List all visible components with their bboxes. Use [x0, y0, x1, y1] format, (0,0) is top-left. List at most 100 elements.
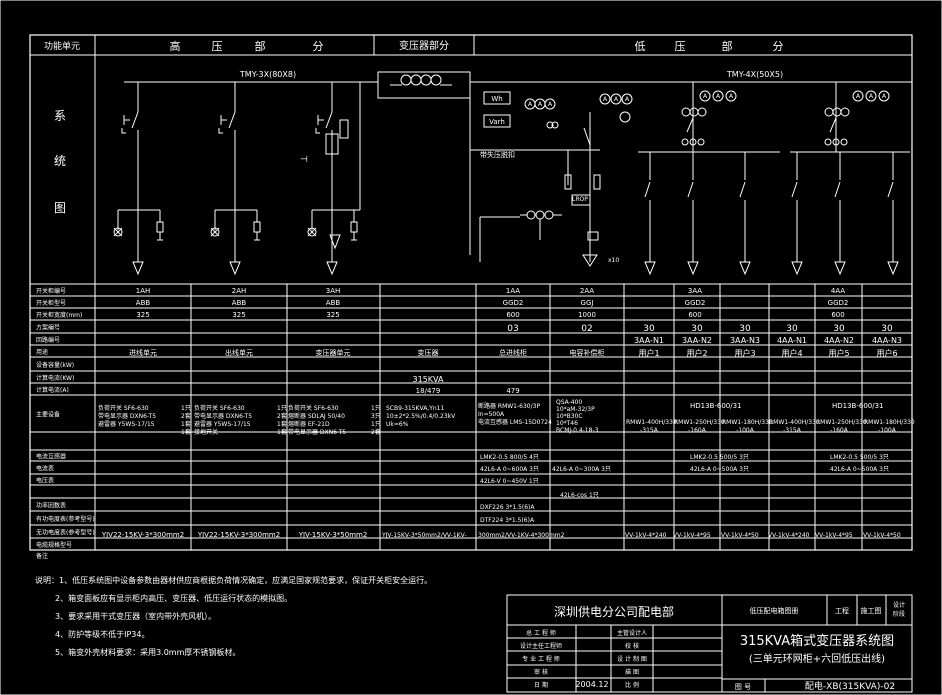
feeder-circuit: 3AA-N1	[634, 336, 664, 345]
header-hv-char: 分	[313, 40, 324, 53]
panel-use: 变压器单元	[316, 348, 351, 357]
rule-line	[307, 227, 317, 237]
panel-model: ABB	[232, 299, 247, 307]
var-meter-spec: DXF226 3*1.5(6)A	[480, 504, 535, 511]
feeder-rating: -160A	[830, 427, 849, 434]
ct-symbol	[840, 107, 850, 117]
ammeter-symbol	[712, 90, 724, 102]
equip-qty: 2套	[277, 412, 287, 420]
equip-item: HD13B-600/31	[832, 402, 884, 410]
row-label: 用途	[36, 348, 48, 356]
feeder-scheme: 30	[833, 324, 845, 334]
panel-width: 600	[506, 311, 519, 319]
pf-meter-spec: 42L6-cos 1只	[560, 492, 599, 499]
note-line: 3、要求采用干式变压器（室内带外壳风机）。	[55, 611, 216, 621]
transformer-coil	[400, 74, 412, 86]
meter-varh	[483, 114, 511, 128]
capacitor-symbol	[582, 254, 598, 267]
equip-item: QSA-400	[556, 399, 582, 406]
equip-qty: 1只	[371, 421, 381, 428]
feeder-circuit: 4AA-N3	[872, 336, 902, 345]
lv-busbar-label: TMY-4X(50X5)	[726, 70, 783, 79]
fuse-trip-symbol: ⊣	[300, 155, 308, 165]
voltage-indicator	[210, 227, 220, 237]
earth-switch	[121, 128, 126, 134]
surge-arrester	[156, 221, 164, 233]
cable-terminal-arrow	[229, 261, 241, 276]
drawing-stage: 施工图	[861, 606, 882, 615]
equip-item: BCMJ-0.4-18-3	[556, 427, 599, 434]
ammeter-symbol	[610, 93, 622, 105]
panel-number: 3AA	[688, 287, 702, 295]
ct-spec: LMK2-0.5 500/5 3只	[690, 454, 749, 461]
ammeter-symbol	[852, 90, 864, 102]
equip-qty: 1只	[371, 405, 381, 412]
equip-item: 熔断器 SDLAJ 50/40	[288, 412, 345, 420]
ct-symbol	[832, 107, 842, 117]
drawing-subtitle: (三单元环网柜+六回低压出线)	[749, 652, 885, 665]
transformer-cable: YJV-15KV-3*50mm2/VV-1KV-	[381, 532, 467, 539]
feeder-scheme: 30	[643, 324, 655, 334]
ammeter-spec: 42L6-A 0~600A 3只	[480, 466, 539, 473]
equip-qty: 1套	[181, 428, 191, 436]
equip-qty: 1只	[277, 405, 287, 412]
feeder-scheme: 30	[786, 324, 798, 334]
rule-line	[113, 227, 123, 237]
equip-item: 避雷器 Y5WS-17/15	[194, 420, 251, 428]
feeder-circuit: 3AA-N3	[730, 336, 760, 345]
equip-item: 熔断器 EF-21D	[288, 420, 330, 428]
side-label-char: 系	[54, 109, 66, 123]
equip-item: 避雷器 Y5WS-17/15	[98, 420, 155, 428]
feeder-cable: VV-1kV-4*50	[863, 532, 901, 539]
panel-model: GGD2	[685, 299, 706, 307]
title-mid-label: 校 核	[625, 642, 639, 650]
equip-item: 带电显示器 DXN6-T5	[98, 412, 156, 420]
feeder-cable: VV-1kV-4*95	[815, 532, 853, 539]
ct-symbol	[546, 121, 554, 129]
feeder-user: 用户4	[781, 348, 802, 358]
feeder-scheme: 30	[739, 324, 751, 334]
ammeter-spec: 42L6-A 0~500A 3只	[690, 466, 749, 473]
transformer-spec: 10±2*2.5%/0.4/0.23kV	[386, 413, 456, 420]
drawing-title: 315KVA箱式变压器系统图	[740, 633, 894, 649]
panel-width: 1000	[578, 311, 596, 319]
side-label-char: 图	[54, 201, 66, 215]
surge-arrester	[350, 221, 358, 233]
ct-spec: LMK2-0.5 500/5 3只	[830, 454, 889, 461]
rule-line	[210, 227, 220, 237]
fuse-box	[339, 119, 349, 139]
lrop-label: LROP	[572, 196, 588, 203]
panel-width: 600	[831, 311, 844, 319]
lv-feeder-blade	[739, 181, 746, 198]
ammeter-label: A	[614, 96, 619, 103]
ammeter-symbol	[621, 93, 633, 105]
feeder-user: 用户2	[686, 348, 707, 358]
equip-qty: 3只	[371, 413, 381, 420]
equip-item: 10*aM-32/3P	[556, 406, 595, 413]
voltage-indicator	[307, 227, 317, 237]
feeder-rating: -100A	[878, 427, 897, 434]
header-lv-char: 部	[722, 39, 733, 53]
lv-feeder-blade	[887, 181, 894, 198]
header-lv-char: 低	[635, 40, 646, 53]
feeder-user: 用户5	[828, 348, 849, 358]
row-label: 电流表	[36, 465, 54, 473]
feeder-scheme: 30	[691, 324, 703, 334]
voltmeter-spec: 42L6-V 0~450V 1只	[480, 478, 539, 485]
panel-model: GGD2	[503, 299, 524, 307]
equip-item: In=500A	[478, 411, 505, 418]
lv-feeder-arrow	[791, 261, 803, 276]
fuse-box	[325, 133, 339, 155]
load-switch-blade	[228, 111, 236, 129]
equip-qty: 1套	[277, 420, 287, 428]
pt-symbol	[544, 210, 554, 220]
feeder-user: 用户6	[876, 348, 897, 358]
feeder-circuit: 4AA-N1	[777, 336, 807, 345]
feeder-breaker: RMW1-250H/330	[816, 419, 867, 426]
transformer-spec: Uk=6%	[386, 421, 409, 428]
ct-symbol	[832, 138, 840, 146]
panel-number: 1AH	[136, 287, 151, 295]
ct-symbol	[697, 138, 705, 146]
